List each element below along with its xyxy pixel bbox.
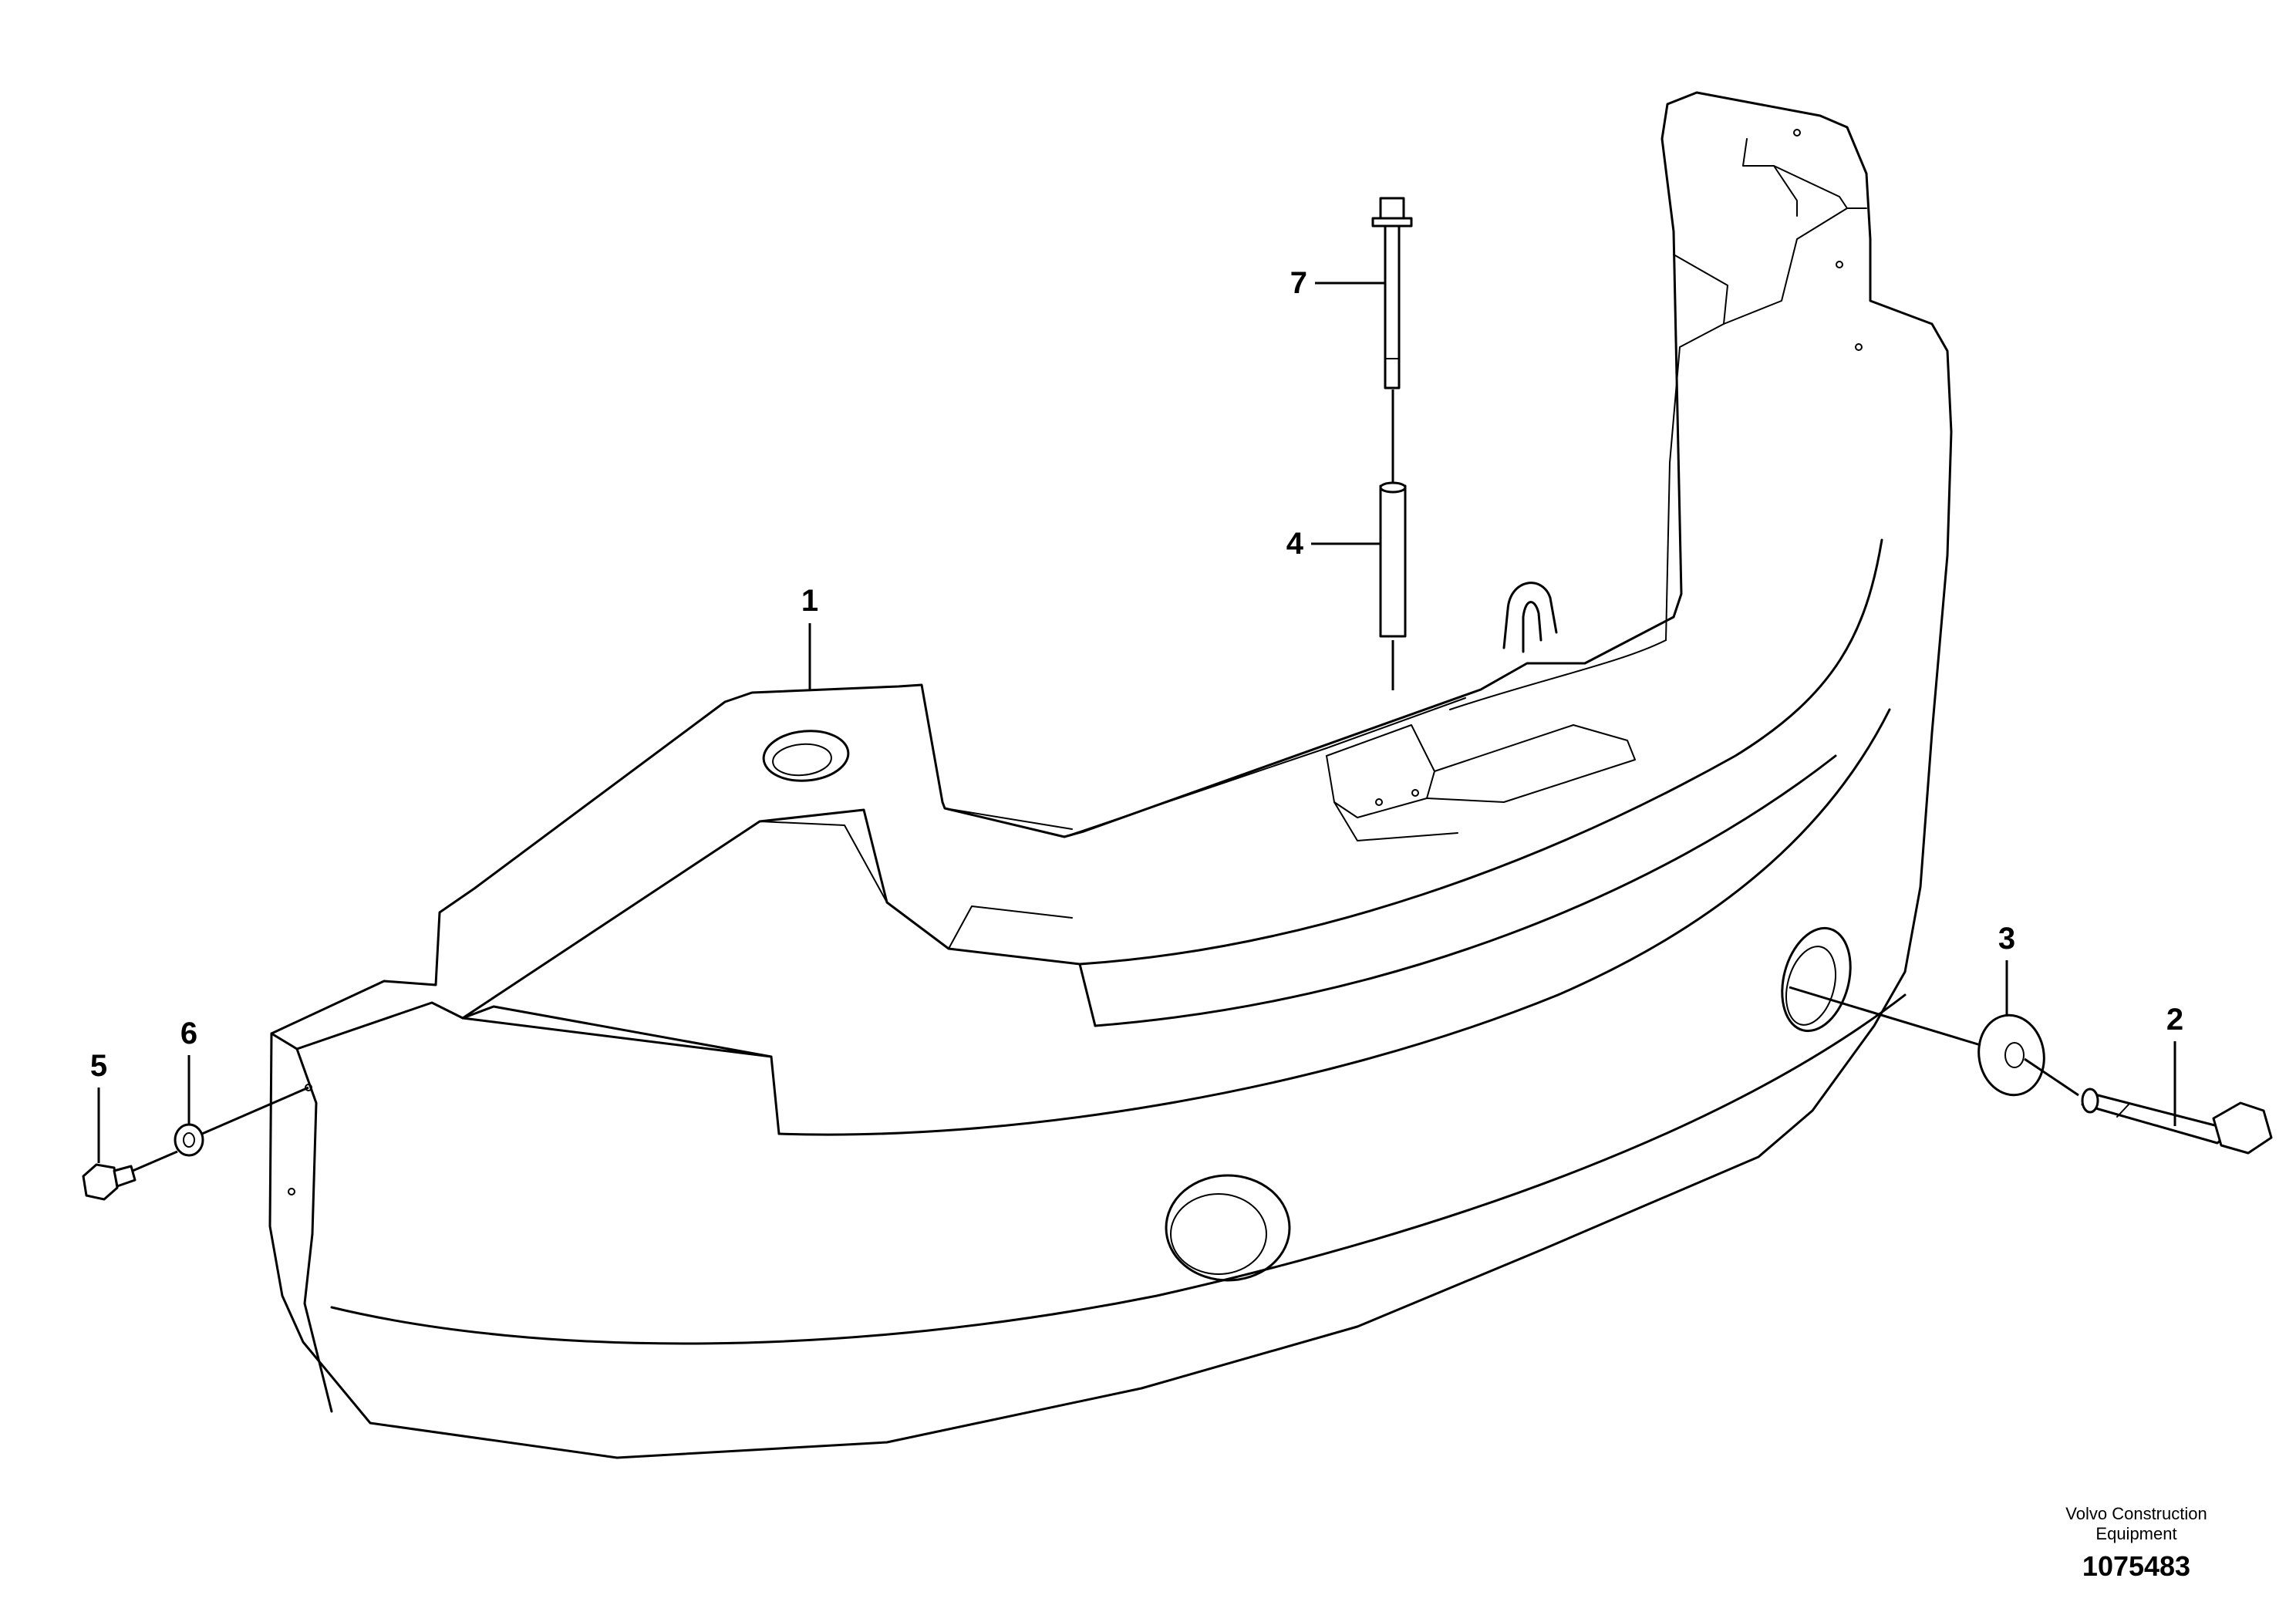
callout-7: 7 <box>1290 266 1307 300</box>
drawing-number: 1075483 <box>2082 1550 2191 1582</box>
brand-name: Volvo Construction Equipment <box>2005 1504 2267 1544</box>
callout-4: 4 <box>1286 527 1304 561</box>
washer-3 <box>1977 1013 2045 1097</box>
callout-5: 5 <box>90 1049 107 1083</box>
callout-2: 2 <box>2166 1003 2183 1037</box>
callout-6: 6 <box>180 1017 197 1050</box>
counterweight-body <box>268 91 1953 1459</box>
bolt-2 <box>2081 1088 2273 1155</box>
bolt-7 <box>1371 197 1413 389</box>
assembly-line-3-2 <box>2024 1057 2079 1097</box>
brand-line-2: Equipment <box>2095 1524 2177 1543</box>
callout-1: 1 <box>801 584 818 618</box>
washer-6 <box>174 1123 204 1157</box>
callout-3: 3 <box>1998 922 2015 956</box>
spacer-sleeve-4 <box>1379 481 1407 638</box>
screw-5 <box>82 1163 137 1201</box>
brand-line-1: Volvo Construction <box>2065 1504 2207 1523</box>
assembly-line-6-body <box>201 1086 309 1135</box>
assembly-line-5-6 <box>132 1150 178 1172</box>
assembly-line-body-3 <box>1789 986 1981 1047</box>
